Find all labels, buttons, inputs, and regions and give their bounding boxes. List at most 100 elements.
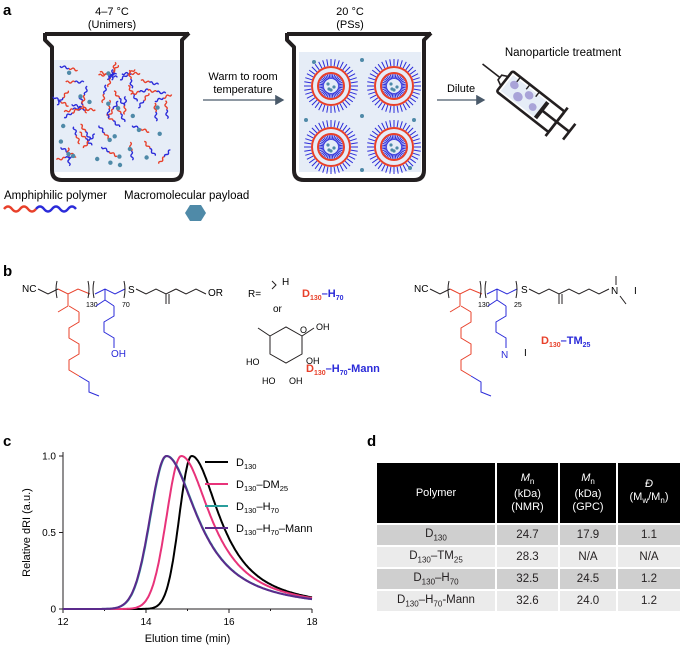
cell-polymer: D130–TM25 xyxy=(377,547,495,567)
y-tick-label: 0 xyxy=(50,605,56,616)
legend-label: D130 xyxy=(236,457,256,471)
payload-dot xyxy=(157,131,162,136)
panel-a-label: a xyxy=(3,2,12,19)
treatment-label: Nanoparticle treatment xyxy=(505,47,622,59)
arrow2-label: Dilute xyxy=(447,83,475,95)
r-hydrogen: H xyxy=(282,277,289,288)
label-d130-h70-mann: D130–H70-Mann xyxy=(306,363,380,377)
payload-dot xyxy=(360,114,364,118)
payload-dot xyxy=(155,105,160,110)
svg-text:NC: NC xyxy=(414,284,428,295)
unimer-chain xyxy=(119,69,136,81)
unimer-chain xyxy=(123,95,128,115)
mannose-structure: O OH HO HO OH OH xyxy=(246,322,330,386)
table-header-row: Polymer Mn(kDa)(NMR) Mn(kDa)(GPC) Đ(Mw/M… xyxy=(377,463,680,523)
unimer-chain xyxy=(65,80,85,84)
series-line xyxy=(63,454,313,610)
cell-polymer: D130–H70 xyxy=(377,569,495,589)
label-d130-tm25: D130–TM25 xyxy=(541,335,591,349)
y-tick-label: 1.0 xyxy=(42,452,56,463)
unimer-chain xyxy=(153,102,158,122)
structure-d130-h70: NC 130 70 S OR OH xyxy=(22,280,223,397)
legend-polymer-label: Amphiphilic polymer xyxy=(4,190,107,202)
payload-dot xyxy=(71,153,76,159)
payload-dot xyxy=(130,113,135,119)
svg-text:OR: OR xyxy=(208,288,223,299)
payload-dot xyxy=(58,139,64,144)
polymersome xyxy=(367,59,421,113)
unimer-chain xyxy=(140,79,160,86)
beaker2-temp: 20 °C xyxy=(336,6,364,18)
table-row: D130–TM25 28.3 N/A N/A xyxy=(377,547,680,567)
payload-dot xyxy=(408,166,412,170)
unimer-chain xyxy=(59,65,79,72)
unimer-chain xyxy=(82,133,95,149)
header-polymer: Polymer xyxy=(377,463,495,523)
unimer-chain xyxy=(80,123,92,140)
unimer-chain xyxy=(72,126,80,145)
payload-dot xyxy=(144,155,149,160)
payload-dot xyxy=(95,156,100,162)
payload-dot xyxy=(360,58,364,62)
cell-dispersity: 1.2 xyxy=(618,591,680,611)
payload-dot xyxy=(112,134,117,139)
svg-text:S: S xyxy=(128,285,135,296)
unimer-chain xyxy=(79,131,93,146)
x-tick-label: 14 xyxy=(140,617,152,628)
svg-text:HO: HO xyxy=(262,376,276,386)
payload-dot xyxy=(360,168,364,172)
svg-text:I: I xyxy=(634,286,637,297)
svg-text:HO: HO xyxy=(246,357,260,367)
legend-polymer-icon-hydrophilic xyxy=(35,205,77,213)
cell-dispersity: N/A xyxy=(618,547,680,567)
r-bond-wave xyxy=(271,280,277,290)
polymersome xyxy=(367,120,421,174)
payload-dot xyxy=(117,154,122,159)
cell-mn-gpc: N/A xyxy=(560,547,616,567)
payload-dot xyxy=(61,123,66,129)
legend-payload-icon xyxy=(185,205,206,221)
table-row: D130 24.7 17.9 1.1 xyxy=(377,525,680,545)
r-or: or xyxy=(273,304,283,315)
payload-dot xyxy=(108,160,113,165)
cell-polymer: D130 xyxy=(377,525,495,545)
table-row: D130–H70 32.5 24.5 1.2 xyxy=(377,569,680,589)
unimer-chain xyxy=(100,146,118,158)
syringe-icon xyxy=(482,63,577,141)
payload-dot xyxy=(78,94,83,99)
legend-label: D130–H70 xyxy=(236,501,279,515)
polymersome-particles xyxy=(304,58,421,174)
unimer-chain xyxy=(164,100,169,120)
payload-dot xyxy=(136,127,142,133)
unimer-chain xyxy=(101,84,107,104)
beaker1-outline xyxy=(43,31,191,182)
cell-mn-nmr: 32.5 xyxy=(497,569,558,589)
unimer-chain xyxy=(52,96,69,107)
unimer-chain xyxy=(147,89,167,95)
panel-c-label: c xyxy=(3,433,11,450)
cell-mn-gpc: 24.5 xyxy=(560,569,616,589)
panel-b-label: b xyxy=(3,263,12,280)
legend-label: D130–DM25 xyxy=(236,479,288,493)
svg-text:130: 130 xyxy=(86,302,98,309)
header-mn-gpc: Mn(kDa)(GPC) xyxy=(560,463,616,523)
beaker1-temp: 4–7 °C xyxy=(95,6,129,18)
beaker1-liquid xyxy=(54,60,181,172)
unimer-chain xyxy=(158,149,171,164)
label-d130-h70: D130–H70 xyxy=(302,288,344,302)
svg-text:130: 130 xyxy=(478,302,490,309)
beaker-unimers xyxy=(43,31,191,182)
unimer-chain xyxy=(144,140,157,156)
svg-text:I: I xyxy=(524,348,527,359)
panel-d-label: d xyxy=(367,433,376,450)
x-tick-label: 12 xyxy=(57,617,69,628)
r-equals: R= xyxy=(248,289,261,300)
payload-dot xyxy=(312,60,316,64)
payload-dot xyxy=(107,137,112,143)
payload-dot xyxy=(127,146,133,152)
legend-payload-label: Macromolecular payload xyxy=(124,190,249,202)
payload-dot xyxy=(106,71,111,76)
cell-dispersity: 1.2 xyxy=(618,569,680,589)
cell-mn-nmr: 28.3 xyxy=(497,547,558,567)
